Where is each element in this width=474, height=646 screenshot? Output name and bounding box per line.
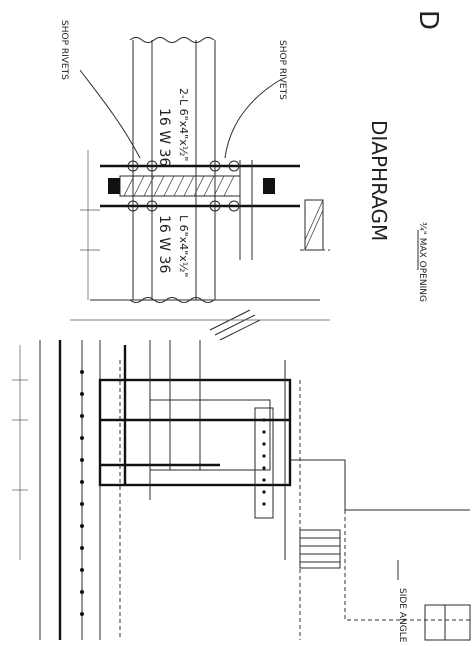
pier-outline	[290, 459, 470, 511]
pier-hidden	[344, 510, 470, 621]
support-hatch	[209, 309, 261, 341]
diaphragm-detail: 16 W 36 2-L 6"x4"x½" 16 W 36 L 6"x4"x½" …	[59, 10, 443, 341]
section-detail: SIDE ANGLE	[12, 340, 471, 643]
lower-plate	[304, 199, 324, 251]
angle-upper-label: 2-L 6"x4"x½"	[177, 88, 190, 161]
rivet-label-lower: SHOP RIVETS	[277, 40, 287, 100]
opening-note: ¾" MAX OPENING	[417, 222, 427, 302]
rivet-block	[263, 178, 275, 194]
diaphragm-title: DIAPHRAGM	[367, 120, 391, 241]
beam-lower-label: 16 W 36	[156, 215, 172, 273]
side-label: SIDE ANGLE	[397, 588, 407, 643]
break-line-top	[129, 37, 215, 43]
rivet-leader	[79, 69, 141, 159]
shop-rivets	[127, 160, 240, 212]
angle-dots	[262, 418, 266, 506]
rivet-block	[108, 178, 120, 194]
rivet-label-upper: SHOP RIVETS	[59, 20, 69, 80]
bearing	[299, 529, 341, 569]
rebar-dots	[80, 370, 84, 616]
beam-upper-label: 16 W 36	[156, 108, 172, 166]
diaphragm-angle	[254, 407, 274, 519]
diaphragm-plate	[119, 175, 241, 197]
plate-hatching	[123, 175, 235, 197]
beam-cage	[98, 378, 292, 487]
diaphragm-letter: D	[413, 10, 443, 30]
rivet-leader	[224, 79, 281, 159]
title-block	[424, 604, 471, 641]
break-line-bottom	[129, 297, 215, 303]
inner-section	[149, 399, 271, 471]
angle-lower-label: L 6"x4"x½"	[177, 215, 190, 277]
